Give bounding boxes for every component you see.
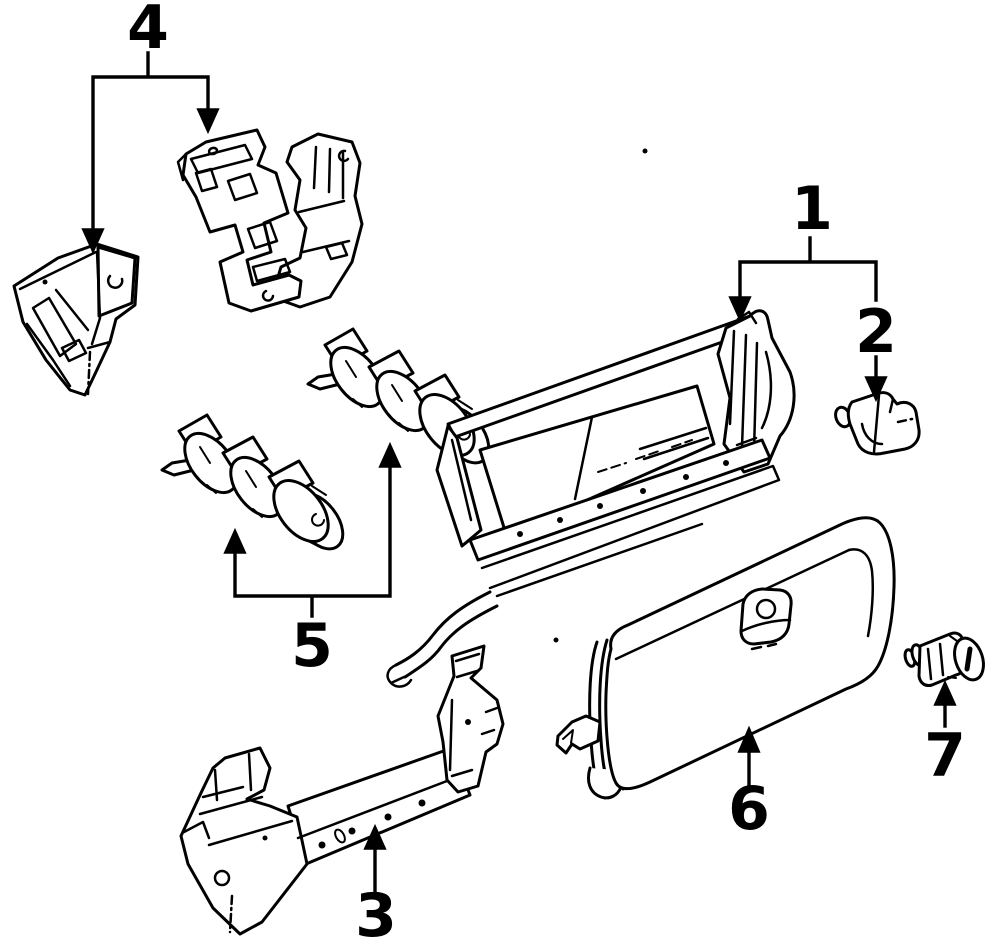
arrow-to-lock [933, 679, 957, 706]
leader-callout-4 [81, 51, 220, 255]
callout-label-5: 5 [291, 611, 333, 681]
arrow-to-door [737, 725, 761, 753]
leader-callout-2 [864, 355, 888, 403]
arrow-to-u-bracket [196, 108, 220, 135]
part-4-u-bracket [176, 128, 364, 313]
leader-callout-7 [933, 679, 957, 728]
leader-callout-3 [363, 823, 387, 894]
arrow-to-corner-bracket [81, 228, 105, 255]
callout-label-4: 4 [127, 0, 169, 63]
callout-label-3: 3 [355, 881, 397, 944]
callout-label-2: 2 [855, 297, 897, 367]
arrow-to-right-clips [378, 441, 402, 468]
arrow-to-housing [728, 296, 752, 323]
part-7-lock-cylinder [903, 631, 985, 687]
part-3-reinforcement-bar [179, 644, 505, 936]
arrow-to-left-clips [223, 527, 247, 554]
speck [642, 148, 648, 154]
part-5-clip-set-right [306, 327, 491, 465]
callout-label-6: 6 [728, 774, 770, 844]
callout-label-1: 1 [791, 174, 833, 244]
leader-callout-5 [223, 441, 402, 618]
part-2-door-check [834, 391, 921, 456]
part-1-glove-box-housing [386, 309, 796, 688]
leader-callout-6 [737, 725, 761, 786]
part-4-corner-bracket [12, 242, 140, 397]
arrow-to-door-check [864, 376, 888, 403]
arrow-to-bar [363, 823, 387, 850]
part-6-glove-box-door [555, 516, 896, 800]
leader-lines [81, 51, 957, 894]
leader-callout-1 [728, 236, 878, 323]
callout-label-7: 7 [924, 721, 966, 791]
part-5-clip-set-left [160, 413, 345, 551]
